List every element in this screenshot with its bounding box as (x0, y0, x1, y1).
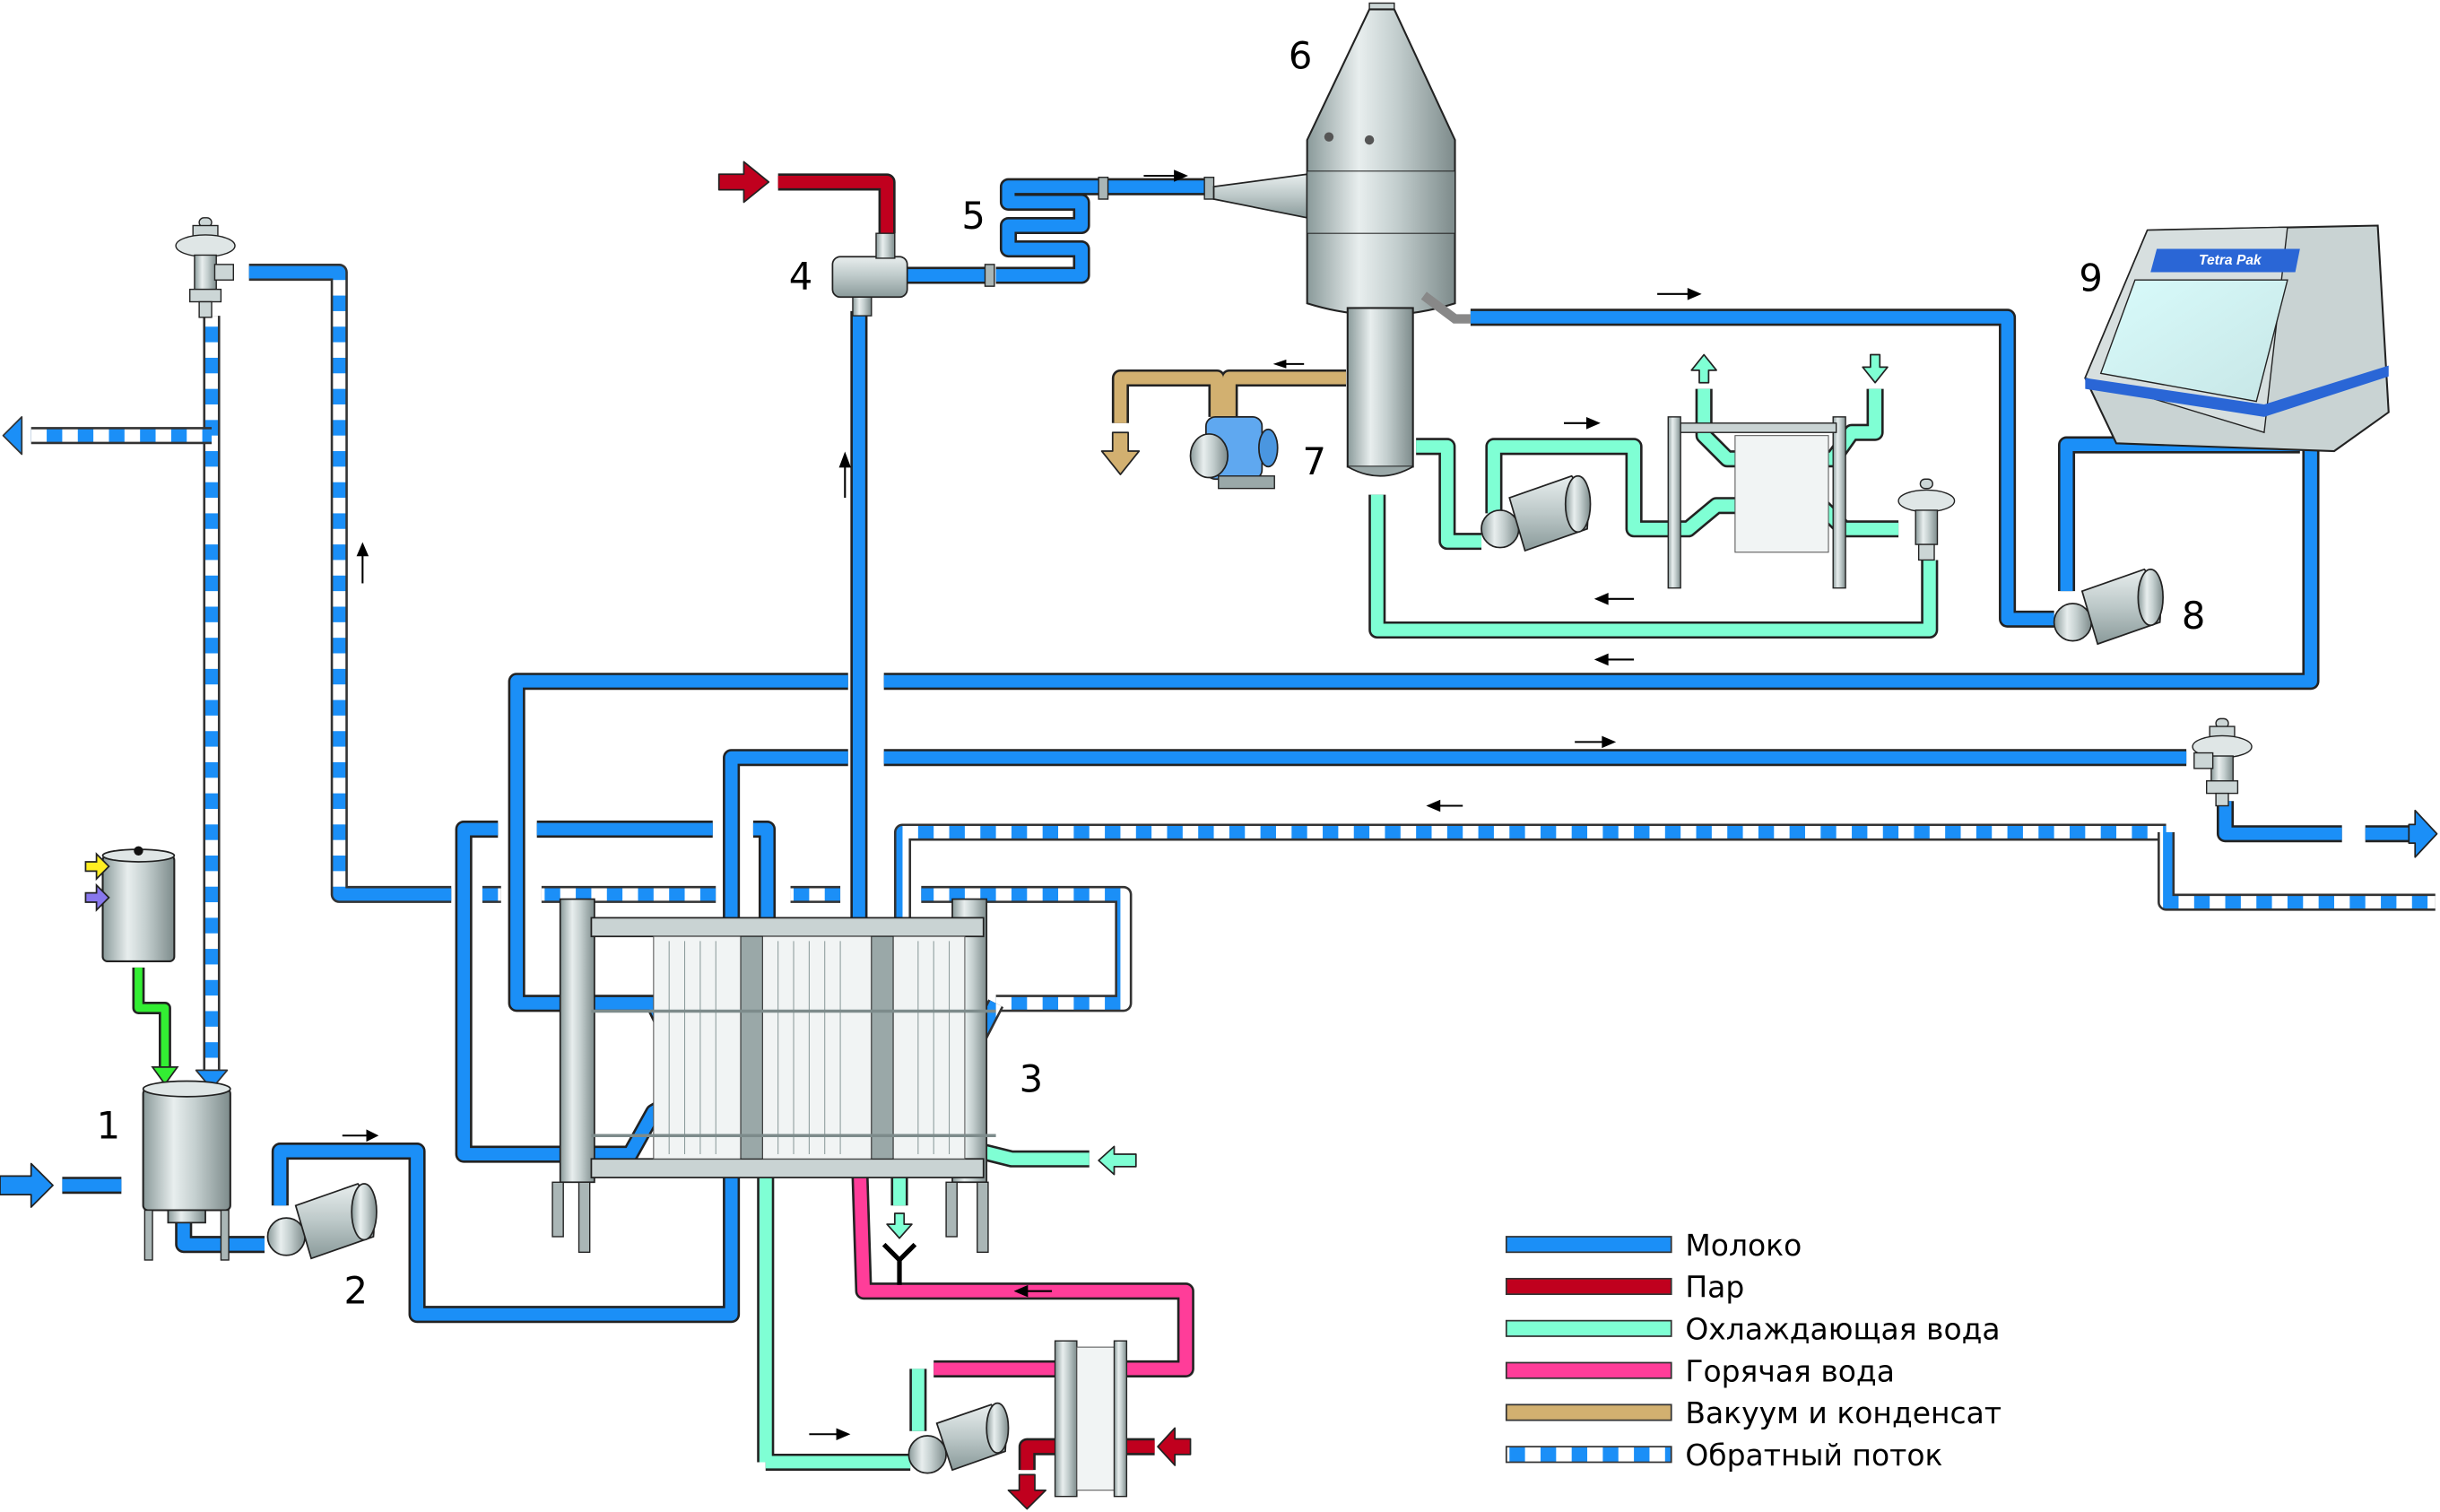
legend-label: Охлаждающая вода (1685, 1311, 2000, 1346)
flow-arrow-icon (1593, 593, 1635, 605)
legend-swatch (1505, 1403, 1672, 1421)
equipment-labels: 1 2 3 4 5 6 7 8 9 (97, 33, 2206, 1312)
additive-violet-arrow-icon (84, 882, 110, 912)
legend-swatch (1505, 1277, 1672, 1296)
flow-arrow-icon (342, 1129, 379, 1143)
legend-item-return-flow: Обратный поток (1505, 1438, 1942, 1473)
condensate-out-arrow-icon (1100, 431, 1141, 475)
condensate-outlet-arrow-icon (1007, 1473, 1047, 1510)
flow-arrow-icon (1564, 417, 1601, 430)
label-2: 2 (344, 1269, 368, 1313)
flow-arrow-icon (1013, 1284, 1053, 1298)
homogenizer: Tetra Pak (2084, 224, 2390, 453)
legend-item-milk: Молоко (1505, 1228, 1802, 1263)
additive-yellow-arrow-icon (84, 852, 110, 882)
divert-valve (2192, 717, 2253, 807)
balance-tank (142, 1080, 231, 1261)
vessel-inlet-coupling (1203, 177, 1215, 200)
hot-water-heat-exchanger (1054, 1340, 1128, 1498)
flow-arrow-icon (809, 1428, 851, 1441)
brand-label: Tetra Pak (2199, 253, 2262, 268)
vacuum-pump (1189, 415, 1279, 490)
return-pipe-riser (248, 264, 452, 903)
left-outlet-arrow-icon (2, 415, 23, 456)
label-5: 5 (961, 194, 985, 238)
dosing-arrow-icon (151, 1066, 179, 1086)
legend-swatch (1505, 1361, 1672, 1379)
return-valve (175, 217, 236, 318)
holding-tube-coupling-2 (1098, 177, 1109, 200)
flow-arrow-icon (838, 451, 851, 499)
flow-arrows (342, 169, 1702, 1441)
legend-swatch (1505, 1446, 1672, 1464)
milk-inlet-arrow-icon (0, 1162, 54, 1208)
milk-outlet-arrow-icon (2408, 809, 2438, 858)
legend-label: Вакуум и конденсат (1685, 1395, 2001, 1430)
steam-inlet-arrow-icon (717, 161, 770, 204)
dosing-tank (84, 846, 176, 963)
dosing-pipe (132, 967, 171, 1071)
return-to-tank-arrow-icon (195, 1069, 229, 1091)
flow-arrow-icon (1426, 799, 1463, 812)
flow-arrow-icon (1143, 169, 1188, 182)
vacuum-vessel (1212, 2, 1471, 477)
steam-injector (831, 232, 908, 317)
pump-8 (2053, 568, 2164, 646)
cooling-pump (1480, 474, 1592, 552)
drain-icon (881, 1242, 917, 1285)
legend-item-vacuum-condensate: Вакуум и конденсат (1505, 1395, 2001, 1430)
flow-arrow-icon (1272, 359, 1305, 369)
flow-arrow-icon (1575, 735, 1617, 749)
legend-item-cooling-water: Охлаждающая вода (1505, 1311, 2001, 1346)
legend-swatch (1505, 1319, 1672, 1337)
legend-label: Пар (1685, 1270, 1744, 1305)
cooling-valve (1897, 478, 1956, 561)
flow-arrow-icon (1593, 653, 1635, 666)
label-8: 8 (2182, 594, 2205, 638)
label-9: 9 (2079, 256, 2102, 300)
label-3: 3 (1020, 1057, 1043, 1101)
legend-item-steam: Пар (1505, 1270, 1744, 1305)
legend-item-hot-water: Горячая вода (1505, 1353, 1895, 1388)
legend-label: Обратный поток (1685, 1438, 1942, 1473)
vacuum-pipes (1100, 369, 1347, 475)
label-4: 4 (789, 255, 812, 299)
cooling-up-arrow-icon (1690, 353, 1717, 384)
flow-arrow-icon (1657, 288, 1702, 300)
flow-arrow-icon (356, 542, 369, 584)
cooling-heat-exchanger (1667, 416, 1846, 589)
feed-pump (266, 1182, 378, 1260)
label-7: 7 (1302, 439, 1325, 483)
steam-inlet-arrow-2-icon (1157, 1427, 1192, 1466)
milk-pipes (0, 178, 2438, 1324)
legend-swatch (1505, 1236, 1672, 1254)
label-6: 6 (1289, 33, 1312, 77)
holding-tube-coupling (984, 264, 995, 287)
plate-heat-exchanger (551, 898, 996, 1254)
legend-label: Горячая вода (1685, 1353, 1895, 1388)
cooling-drain-arrow-icon (886, 1212, 913, 1239)
cooling-inlet-arrow-icon (1098, 1145, 1137, 1176)
cooling-down-arrow-icon (1862, 353, 1889, 384)
return-pipe-from-right (893, 823, 2166, 1067)
hot-water-pump (907, 1402, 1010, 1474)
legend-label: Молоко (1685, 1228, 1802, 1263)
label-1: 1 (97, 1104, 120, 1148)
